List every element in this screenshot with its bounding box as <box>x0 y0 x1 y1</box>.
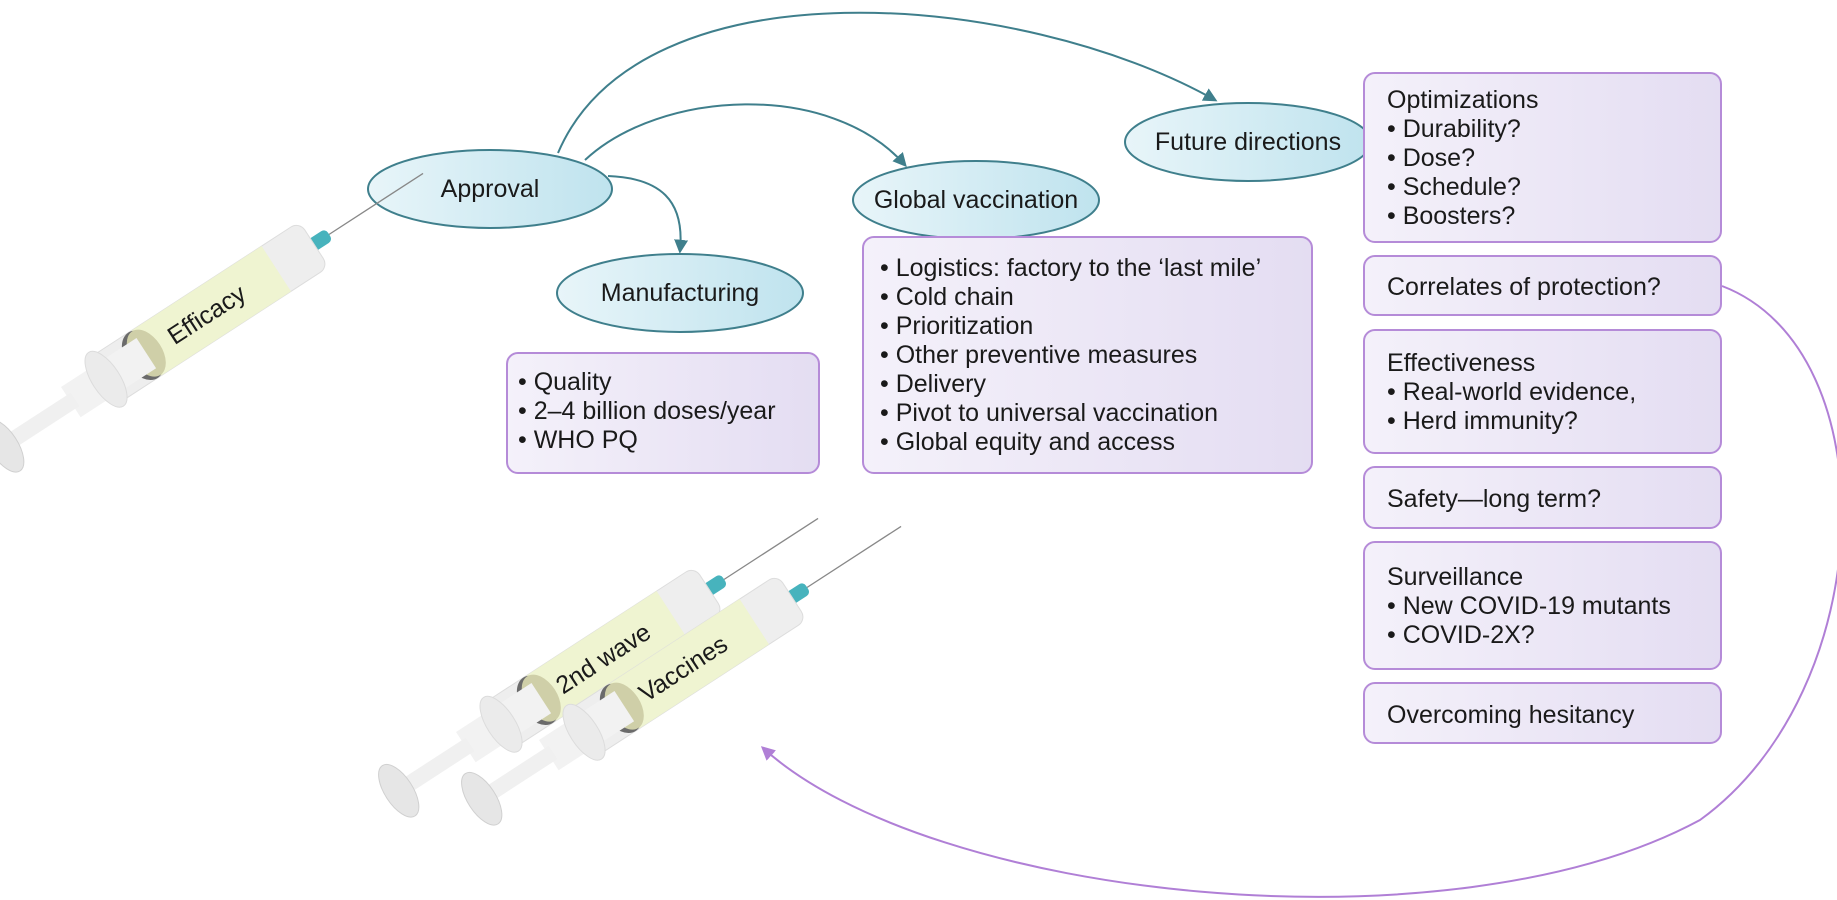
list-item: Logistics: factory to the ‘last mile’ <box>880 254 1295 283</box>
safety-text: Safety—long term? <box>1387 485 1601 513</box>
surveillance-box: Surveillance New COVID-19 mutants COVID-… <box>1363 541 1722 670</box>
vaccines-syringe: Vaccines <box>451 498 920 834</box>
correlates-box: Correlates of protection? <box>1363 255 1722 316</box>
list-item: Quality <box>518 368 808 397</box>
effectiveness-box: Effectiveness Real-world evidence, Herd … <box>1363 329 1722 454</box>
global-vaccination-node: Global vaccination <box>852 160 1100 240</box>
optimizations-box: Optimizations Durability? Dose? Schedule… <box>1363 72 1722 243</box>
optimizations-title: Optimizations <box>1387 86 1539 114</box>
hesitancy-text: Overcoming hesitancy <box>1387 701 1635 729</box>
effectiveness-list: Real-world evidence, Herd immunity? <box>1387 378 1698 436</box>
global-vaccination-box: Logistics: factory to the ‘last mile’ Co… <box>862 236 1313 474</box>
list-item: COVID-2X? <box>1387 621 1698 650</box>
global-vaccination-label: Global vaccination <box>874 186 1078 214</box>
arrow-approval-to-future <box>557 11 1218 154</box>
list-item: Herd immunity? <box>1387 407 1698 436</box>
list-item: Boosters? <box>1387 202 1698 231</box>
list-item: Other preventive measures <box>880 341 1295 370</box>
manufacturing-list: Quality 2–4 billion doses/year WHO PQ <box>518 368 808 455</box>
list-item: Real-world evidence, <box>1387 378 1698 407</box>
list-item: New COVID-19 mutants <box>1387 592 1698 621</box>
second-wave-syringe: 2nd wave <box>368 490 837 826</box>
safety-box: Safety—long term? <box>1363 466 1722 529</box>
list-item: Schedule? <box>1387 173 1698 202</box>
list-item: Durability? <box>1387 115 1698 144</box>
global-vaccination-list: Logistics: factory to the ‘last mile’ Co… <box>880 254 1295 457</box>
manufacturing-label: Manufacturing <box>601 279 759 307</box>
list-item: Prioritization <box>880 312 1295 341</box>
arrow-approval-to-global <box>584 103 907 168</box>
surveillance-list: New COVID-19 mutants COVID-2X? <box>1387 592 1698 650</box>
list-item: 2–4 billion doses/year <box>518 397 808 426</box>
future-directions-label: Future directions <box>1155 128 1341 156</box>
list-item: Dose? <box>1387 144 1698 173</box>
manufacturing-box: Quality 2–4 billion doses/year WHO PQ <box>506 352 820 474</box>
effectiveness-title: Effectiveness <box>1387 349 1536 377</box>
list-item: Cold chain <box>880 283 1295 312</box>
surveillance-title: Surveillance <box>1387 563 1524 591</box>
list-item: Global equity and access <box>880 428 1295 457</box>
approval-node: Approval <box>367 149 613 229</box>
manufacturing-node: Manufacturing <box>556 253 804 333</box>
list-item: Pivot to universal vaccination <box>880 399 1295 428</box>
approval-label: Approval <box>441 175 540 203</box>
arrow-approval-to-manufacturing <box>607 175 689 254</box>
hesitancy-box: Overcoming hesitancy <box>1363 682 1722 744</box>
arrow-feedback-to-vaccines <box>760 285 1837 898</box>
correlates-text: Correlates of protection? <box>1387 273 1661 301</box>
list-item: Delivery <box>880 370 1295 399</box>
optimizations-list: Durability? Dose? Schedule? Boosters? <box>1387 115 1698 231</box>
future-directions-node: Future directions <box>1124 102 1372 182</box>
list-item: WHO PQ <box>518 426 808 455</box>
